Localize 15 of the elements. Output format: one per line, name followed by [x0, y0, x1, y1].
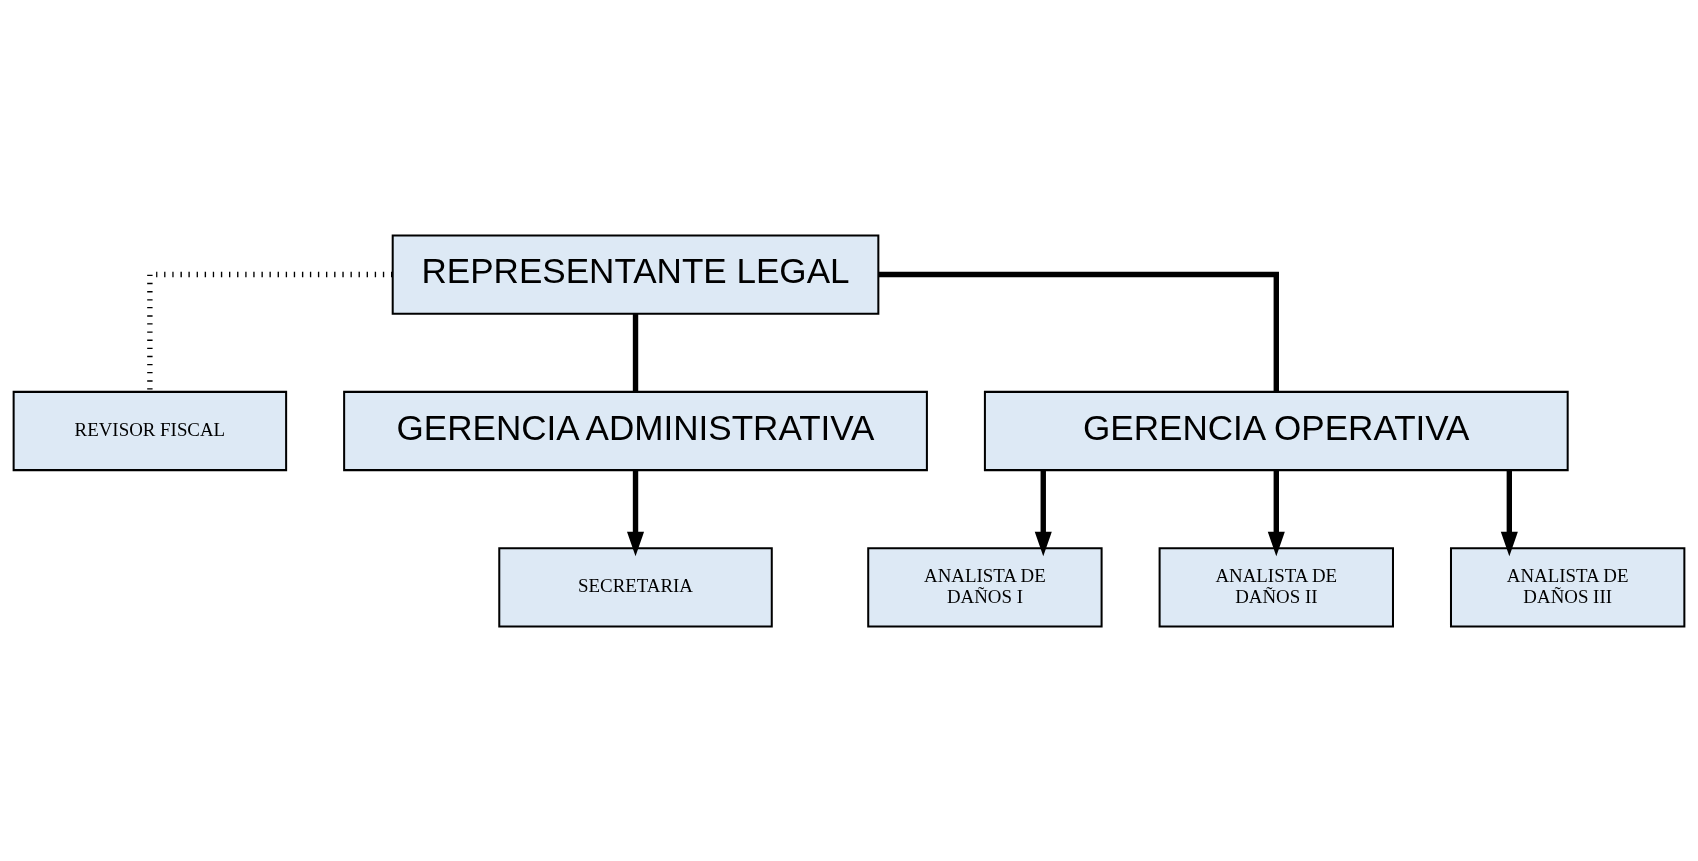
node-box: GERENCIA ADMINISTRATIVA	[343, 390, 928, 471]
node-box: GERENCIA OPERATIVA	[983, 390, 1569, 471]
arrow	[1034, 470, 1052, 556]
node-box: ANALISTA DE DAÑOS I	[867, 546, 1103, 628]
node-box: SECRETARIA	[498, 546, 773, 628]
arrow	[1500, 470, 1518, 556]
connector	[632, 313, 639, 392]
node-box: REPRESENTANTE LEGAL	[391, 233, 880, 315]
arrow	[1267, 470, 1285, 556]
connector	[878, 271, 1279, 391]
arrow	[627, 470, 645, 556]
connector	[147, 271, 393, 391]
node-box: ANALISTA DE DAÑOS III	[1450, 546, 1686, 628]
node-box: ANALISTA DE DAÑOS II	[1158, 546, 1394, 628]
node-box: REVISOR FISCAL	[12, 390, 288, 471]
